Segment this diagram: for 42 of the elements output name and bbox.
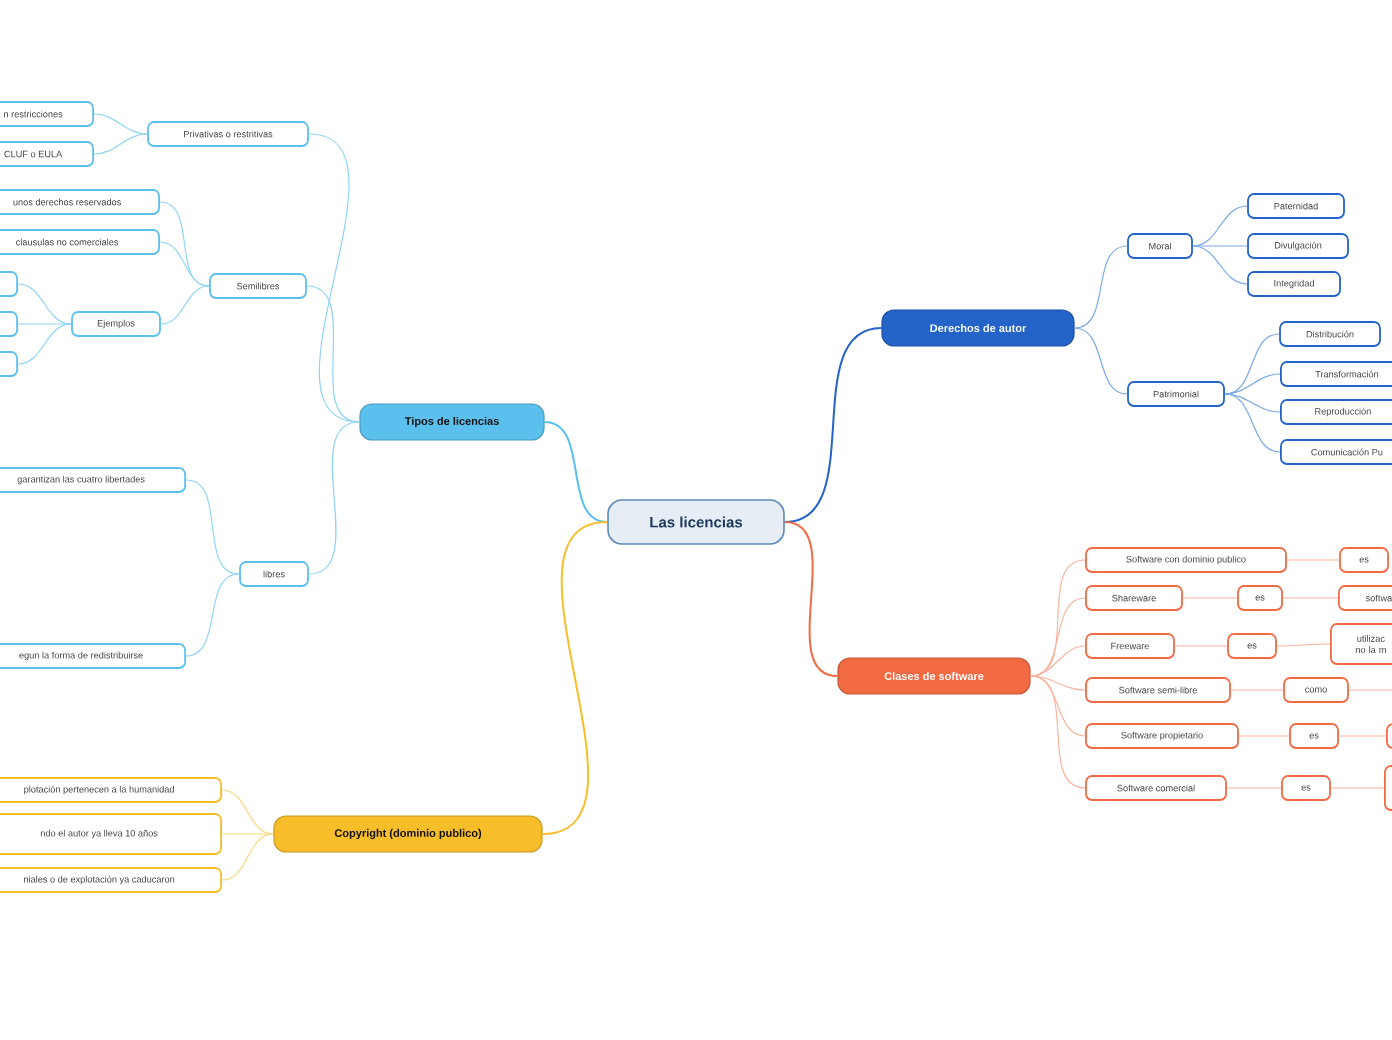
- branch-line: [1074, 327, 1128, 395]
- branch-line: [306, 285, 360, 423]
- branch-line: [1030, 675, 1086, 789]
- branch-line: [221, 833, 274, 835]
- branch-line: [1224, 333, 1280, 395]
- branch-line: [221, 789, 274, 835]
- branch-line: [17, 323, 72, 325]
- branch-line: [185, 479, 240, 575]
- branch-line: [93, 113, 148, 135]
- branch-line: [1330, 787, 1385, 789]
- branch-line: [1286, 559, 1340, 561]
- branch-line: [1238, 735, 1290, 737]
- branch-line: [1030, 675, 1086, 737]
- branch-line: [1192, 245, 1248, 247]
- branch-line: [1282, 597, 1339, 599]
- branch-line: [1192, 245, 1248, 285]
- branch-line: [160, 285, 210, 325]
- branch-line: [17, 323, 72, 365]
- empty-box: [0, 351, 18, 377]
- branch-line: [93, 133, 148, 155]
- branch-line: [1224, 393, 1281, 413]
- branch-line: [1224, 393, 1281, 453]
- branch-line: [1276, 643, 1331, 647]
- branch-line: [1174, 645, 1228, 647]
- empty-box: [1386, 723, 1392, 749]
- branch-line: [1230, 689, 1284, 691]
- branch-line: [1182, 597, 1238, 599]
- branch-line: [1338, 735, 1387, 737]
- empty-box: [1384, 765, 1392, 811]
- branch-line: [541, 521, 609, 835]
- branch-line: [308, 421, 360, 575]
- branch-line: [221, 833, 274, 881]
- branch-line: [1226, 787, 1282, 789]
- empty-box: [0, 271, 18, 297]
- empty-box: [0, 311, 18, 337]
- branch-line: [1348, 689, 1392, 691]
- branch-line: [1074, 245, 1128, 329]
- branch-line: [1224, 373, 1281, 395]
- branch-line: [1030, 645, 1086, 677]
- branch-line: [783, 521, 839, 677]
- branch-line: [185, 573, 240, 657]
- branch-line: [159, 241, 210, 287]
